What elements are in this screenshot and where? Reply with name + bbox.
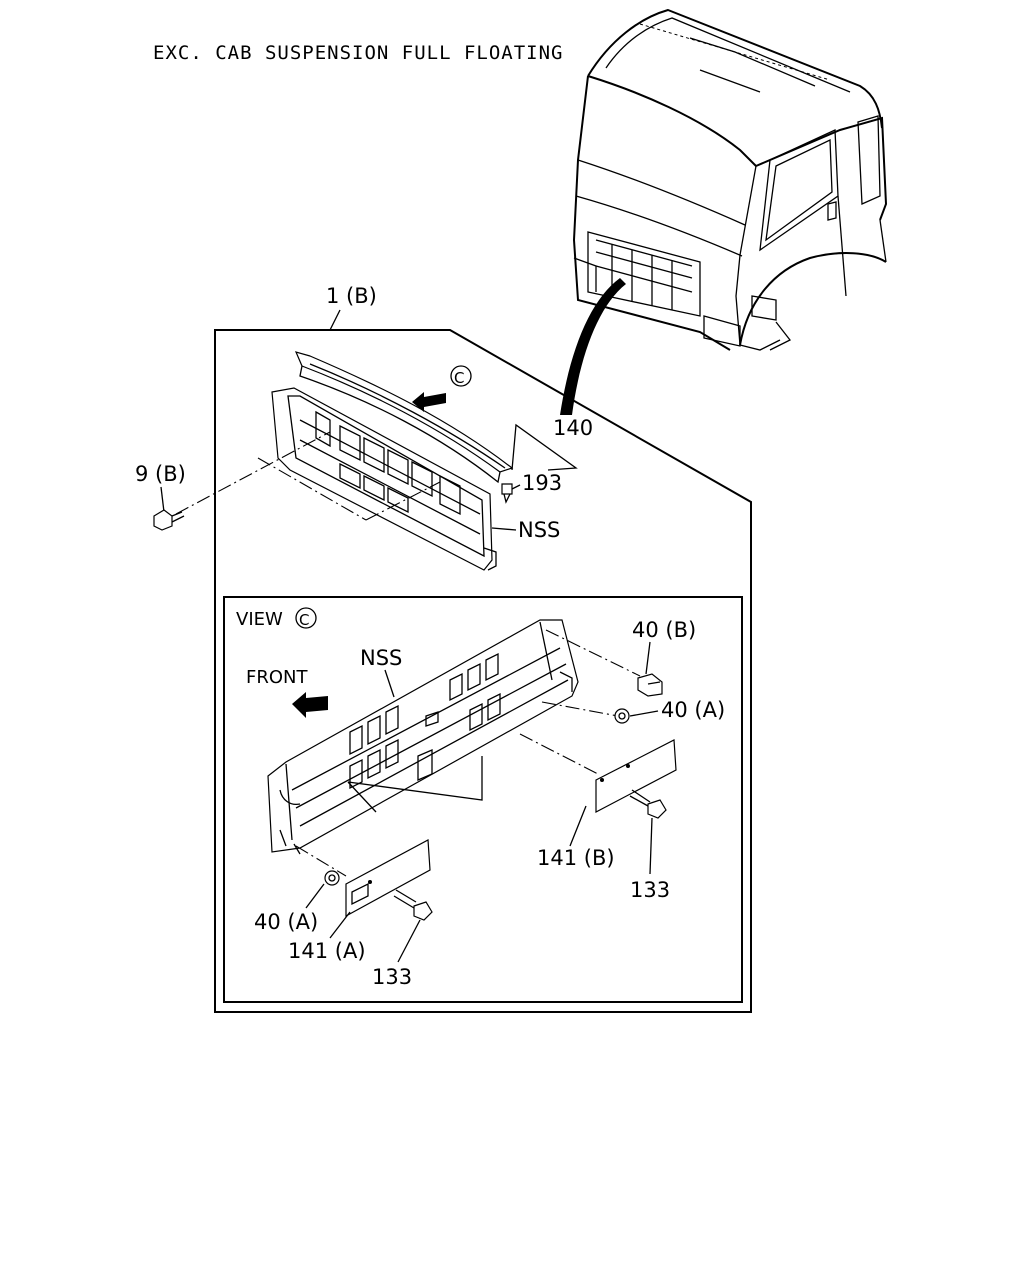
assembly-leader	[329, 309, 341, 331]
part-140-leader	[511, 423, 578, 471]
direction-mark: C	[454, 369, 464, 387]
view-mark-circle-icon	[295, 607, 317, 629]
nut-40a-left-leader	[305, 883, 325, 909]
nss-view-label: NSS	[360, 646, 402, 670]
front-label: FRONT	[246, 667, 308, 688]
assembly-frame	[214, 329, 752, 1013]
view-c-circle-icon	[450, 365, 472, 387]
alignment-lines	[175, 431, 441, 521]
truck-cab-illustration	[572, 8, 888, 351]
front-grille	[271, 351, 514, 571]
part-140-label: 140	[553, 416, 593, 440]
view-label: VIEW	[236, 609, 283, 630]
nut-40b-label: 40 (B)	[632, 618, 696, 642]
bracket-141b	[595, 739, 677, 813]
nut-40a-right-leader	[629, 710, 659, 717]
bracket-141b-hole	[600, 778, 604, 782]
view-alignment-lines	[295, 629, 641, 877]
grille-rear-view	[267, 619, 579, 855]
screw-133-left-leader	[397, 919, 421, 963]
bracket-141a-slot	[351, 882, 369, 906]
screw-133-left-icon	[393, 889, 433, 921]
bracket-141b-label: 141 (B)	[537, 846, 615, 870]
screw-133-right-label: 133	[630, 878, 670, 902]
view-mark: C	[299, 611, 309, 629]
view-section-lines	[347, 756, 483, 813]
view-c-inset	[223, 596, 743, 1003]
callout-arrow	[560, 278, 626, 415]
direction-arrow-icon	[412, 392, 446, 412]
bracket-141a-hole	[368, 880, 372, 884]
bolt-9b-label: 9 (B)	[135, 462, 186, 486]
part-193-label: 193	[522, 471, 562, 495]
screw-133-left-label: 133	[372, 965, 412, 989]
nss-upper-leader	[491, 527, 517, 531]
assembly-label: 1 (B)	[326, 284, 377, 308]
nss-view-leader	[384, 669, 395, 698]
bracket-141b-leader	[569, 805, 587, 847]
nut-40a-right-label: 40 (A)	[661, 698, 725, 722]
nss-upper-label: NSS	[518, 518, 560, 542]
front-arrow-icon	[292, 692, 328, 718]
nut-40a-right-icon	[614, 708, 630, 724]
bolt-9b-leader	[160, 486, 165, 513]
bracket-141a-label: 141 (A)	[288, 939, 366, 963]
screw-133-right-icon	[629, 789, 667, 819]
screw-133-right-leader	[649, 817, 653, 875]
diagram-title: EXC. CAB SUSPENSION FULL FLOATING	[153, 42, 564, 64]
bolt-9b-icon	[153, 509, 185, 531]
bracket-141a-leader	[329, 911, 351, 939]
nut-40a-left-icon	[324, 870, 340, 886]
nut-40a-left-label: 40 (A)	[254, 910, 318, 934]
nut-40b-leader	[645, 641, 651, 675]
bracket-141b-hole	[626, 764, 630, 768]
clip-193-icon	[501, 483, 513, 504]
clip-40b-icon	[637, 673, 663, 697]
